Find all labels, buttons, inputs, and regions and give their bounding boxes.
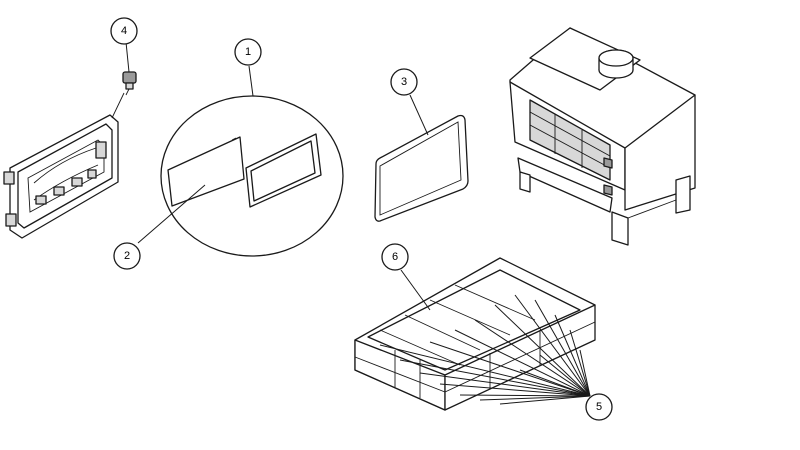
firebrick-liner: [354, 257, 596, 411]
glass-assembly: [160, 95, 344, 257]
door-handle-knob: [122, 71, 137, 96]
callout-3: 3: [390, 68, 418, 96]
gasket-frame: [245, 133, 322, 208]
glass-panel: [167, 136, 245, 207]
callout-2: 2: [113, 242, 141, 270]
callout-6-label: 6: [392, 251, 398, 263]
callout-5: 5: [585, 393, 613, 421]
callout-4: 4: [110, 17, 138, 45]
callout-2-label: 2: [124, 250, 130, 262]
door-gasket: [374, 114, 469, 222]
callout-4-label: 4: [121, 25, 127, 37]
callout-1: 1: [234, 38, 262, 66]
stove-body: [509, 27, 696, 246]
leader-lines: [125, 41, 591, 405]
callout-5-label: 5: [596, 401, 602, 413]
door-assembly: [3, 92, 125, 239]
callout-6: 6: [381, 243, 409, 271]
callout-3-label: 3: [401, 76, 407, 88]
callout-1-label: 1: [245, 46, 251, 58]
